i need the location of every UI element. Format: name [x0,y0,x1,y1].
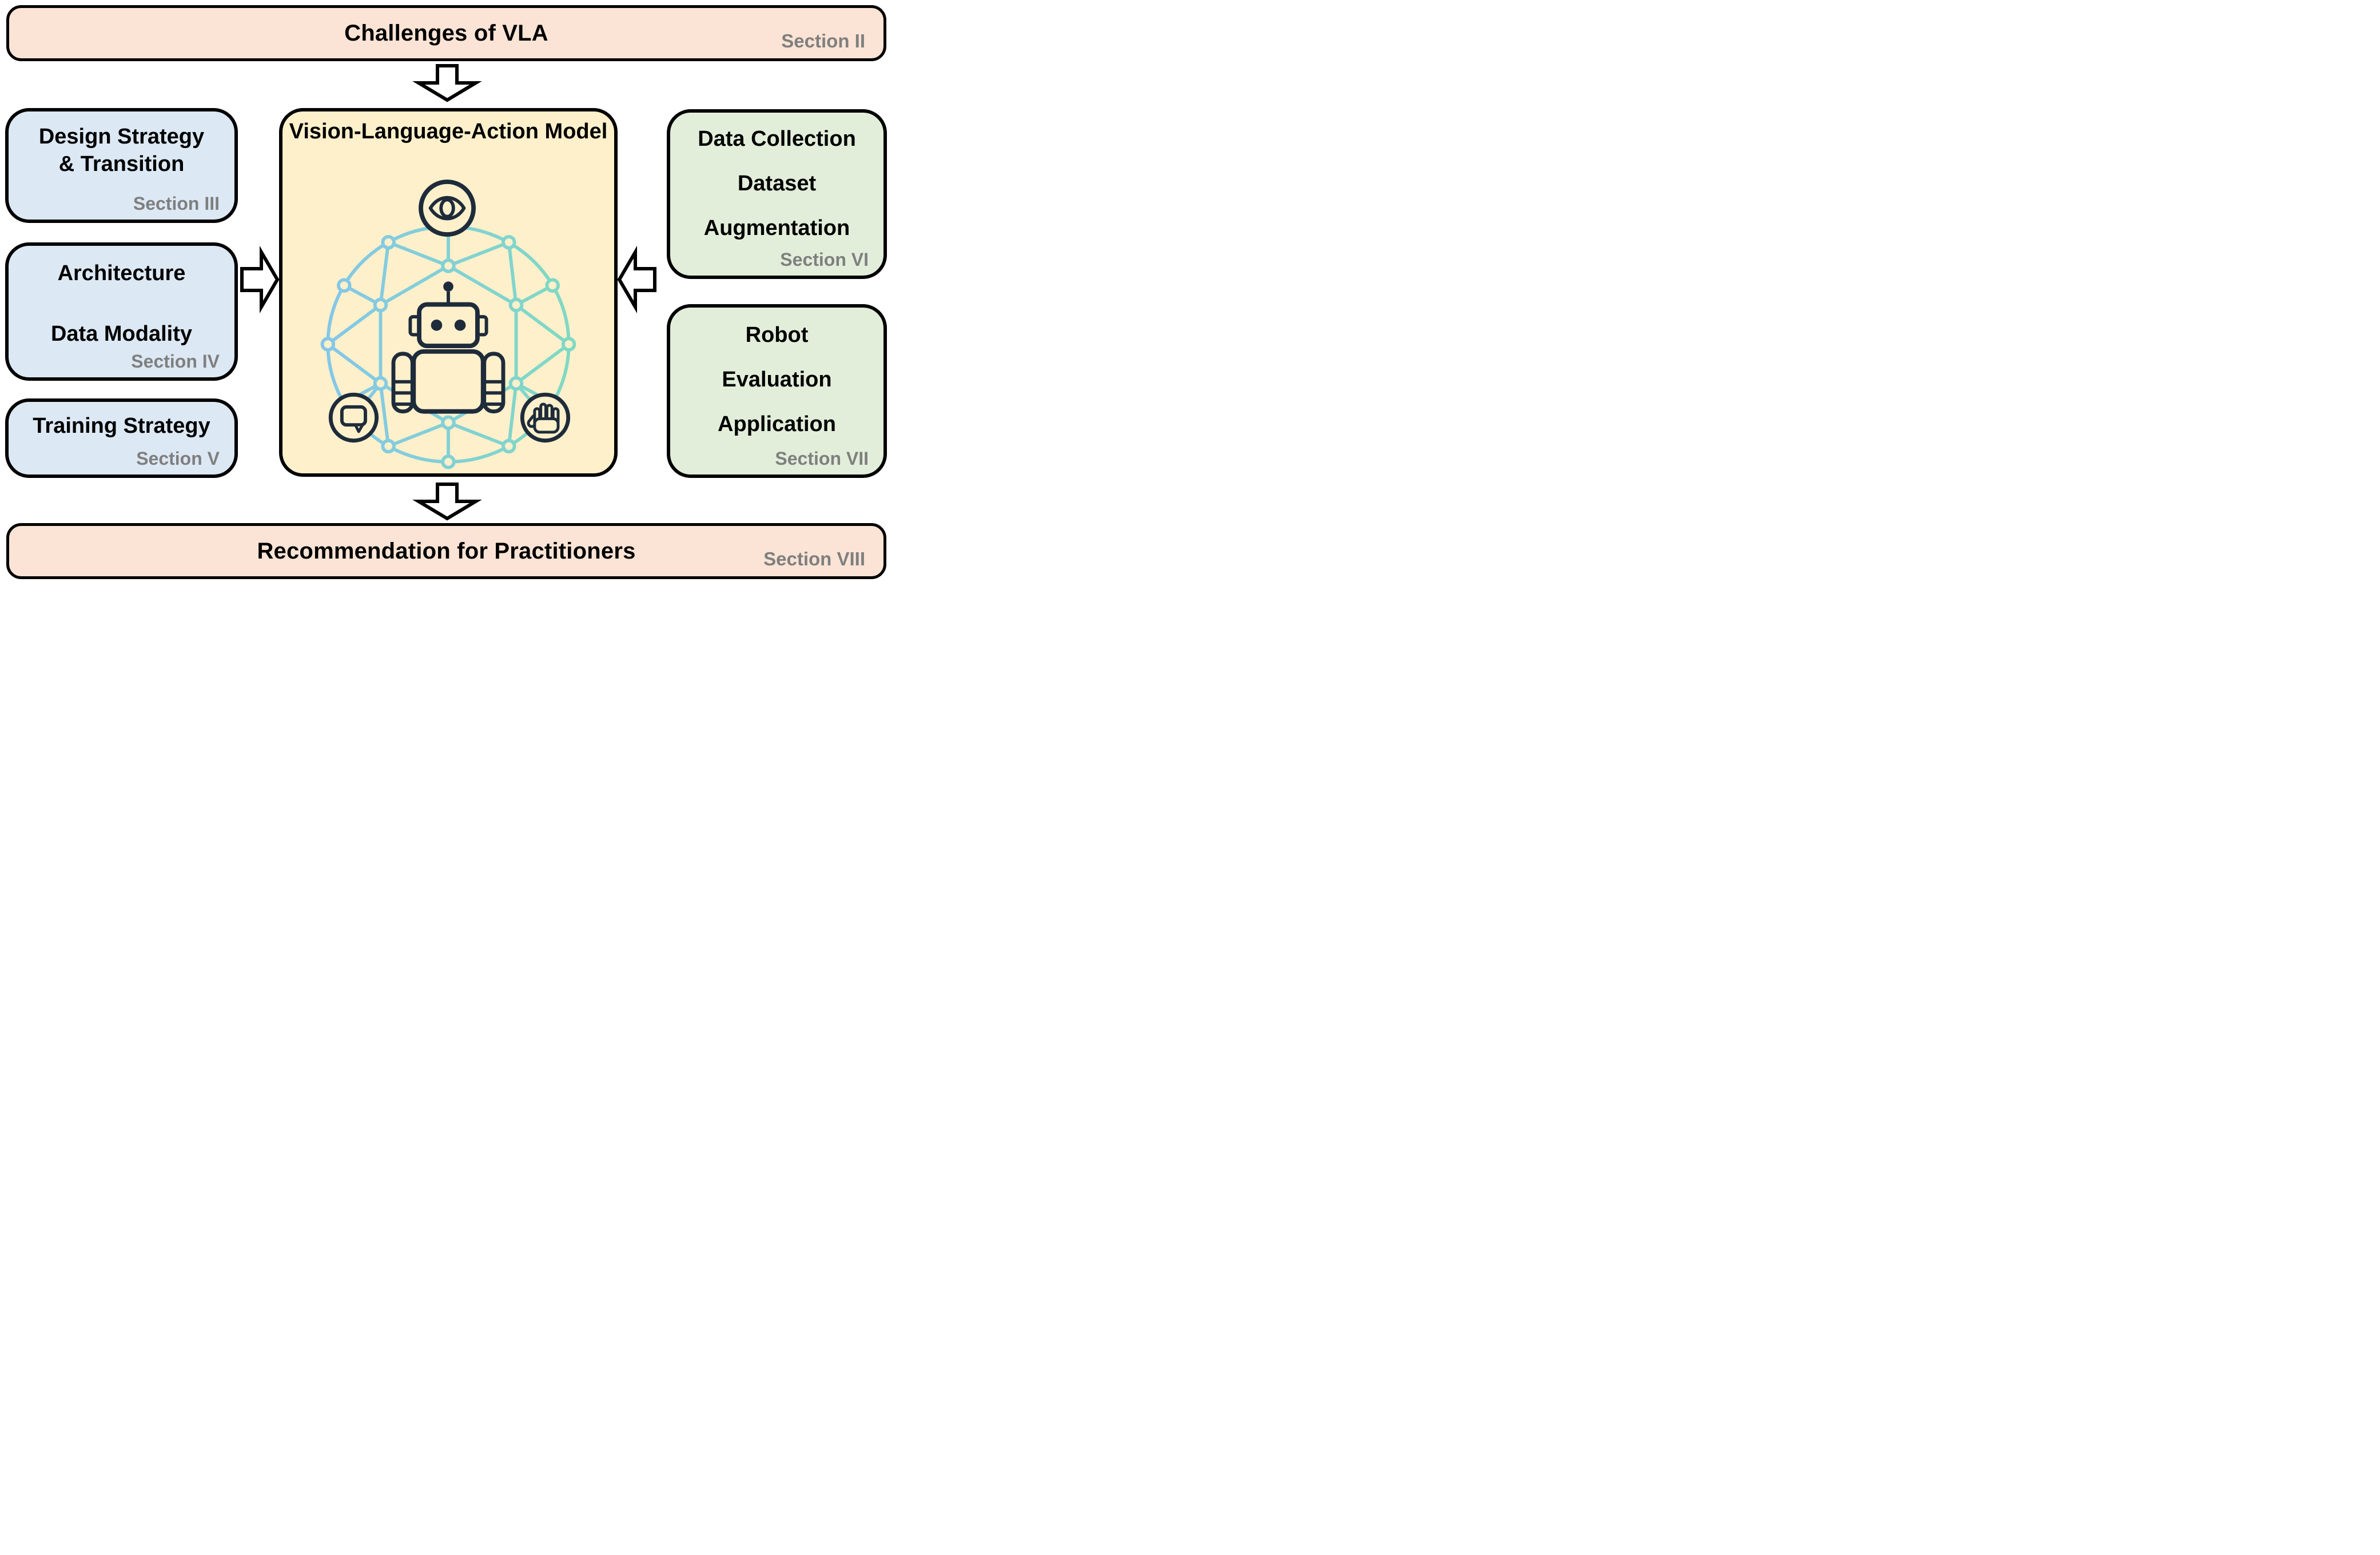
dataset-line: Dataset [737,172,817,196]
vla-survey-overview-figure: Challenges of VLA Section II Design Stra… [0,0,893,583]
down-arrow-icon [412,483,482,521]
design-strategy-line1: Design Strategy [38,125,205,149]
hand-icon [520,392,571,443]
section-vii-label: Section VII [775,448,869,469]
design-strategy-box: Design Strategy & Transition Section III [5,108,238,223]
section-viii-label: Section VIII [763,548,865,569]
vla-model-box: Vision-Language-Action Model [279,108,618,477]
left-arrow-icon [617,245,656,314]
recommendation-title: Recommendation for Practitioners [257,538,636,564]
section-v-label: Section V [136,448,220,469]
section-ii-label: Section II [781,30,865,51]
vla-model-title: Vision-Language-Action Model [289,119,608,143]
evaluation-line: Evaluation [722,368,832,392]
data-modality-line: Data Modality [50,322,193,346]
architecture-line: Architecture [57,261,186,285]
section-iv-label: Section IV [131,351,220,372]
training-strategy-box: Training Strategy Section V [5,398,238,478]
data-collection-box: Data Collection Dataset Augmentation Sec… [667,109,887,279]
robot-icon [391,281,506,414]
eye-icon [419,180,476,237]
section-vi-label: Section VI [780,249,869,270]
training-strategy-line: Training Strategy [33,414,210,438]
challenges-banner: Challenges of VLA Section II [6,5,886,61]
robot-line: Robot [745,323,809,347]
application-line: Application [718,412,836,436]
down-arrow-icon [412,64,482,102]
design-strategy-line2: & Transition [58,152,185,176]
right-arrow-icon [240,245,280,314]
challenges-title: Challenges of VLA [344,20,548,46]
data-collection-line: Data Collection [698,127,856,151]
speech-bubble-icon [328,392,379,443]
network-graph [320,180,576,469]
augmentation-line: Augmentation [703,216,850,240]
robot-evaluation-box: Robot Evaluation Application Section VII [667,304,887,478]
recommendation-banner: Recommendation for Practitioners Section… [6,523,886,579]
architecture-box: Architecture Data Modality Section IV [5,242,238,381]
section-iii-label: Section III [133,193,220,214]
